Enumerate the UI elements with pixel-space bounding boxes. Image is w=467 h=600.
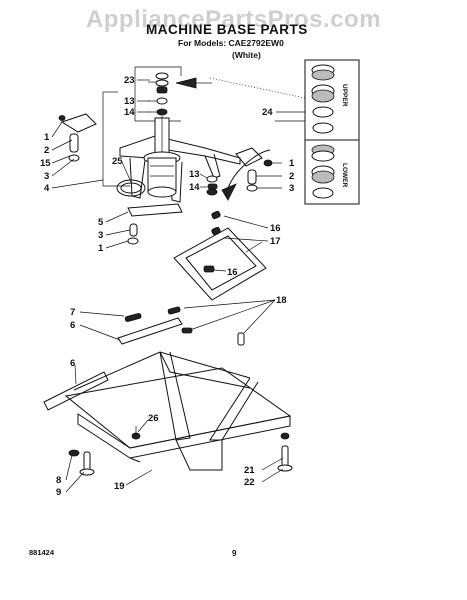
callout-25: 25 bbox=[112, 156, 123, 167]
callout-16-upper: 16 bbox=[270, 223, 281, 234]
upper-label: UPPER bbox=[341, 84, 348, 107]
callout-19: 19 bbox=[114, 481, 125, 492]
callout-13-upper: 13 bbox=[124, 96, 135, 107]
base-frame-19 bbox=[64, 351, 293, 476]
snubber-bracket-box bbox=[134, 66, 212, 150]
callout-17: 17 bbox=[270, 236, 281, 247]
callout-23: 23 bbox=[124, 75, 135, 86]
callout-16-lower: 16 bbox=[227, 267, 238, 278]
callout-1-right: 1 bbox=[289, 158, 295, 169]
callout-numbers: 23 13 14 24 1 2 15 3 25 4 13 14 1 2 3 5 … bbox=[40, 75, 295, 498]
callout-2-left: 2 bbox=[44, 145, 49, 156]
callout-3-left: 3 bbox=[44, 171, 49, 182]
leader-lines bbox=[51, 79, 305, 493]
callout-26: 26 bbox=[148, 413, 159, 424]
callout-2-right: 2 bbox=[289, 171, 294, 182]
callout-6-lower: 6 bbox=[70, 358, 75, 369]
color-line: (White) bbox=[232, 50, 261, 60]
lower-label: LOWER bbox=[341, 163, 348, 187]
document-number: 881424 bbox=[29, 548, 55, 557]
page-number: 9 bbox=[232, 549, 237, 558]
callout-6-upper: 6 bbox=[70, 320, 75, 331]
callout-22: 22 bbox=[244, 477, 255, 488]
callout-8: 8 bbox=[56, 475, 61, 486]
gearcase-assembly bbox=[58, 91, 273, 245]
callout-9: 9 bbox=[56, 487, 61, 498]
rails-and-pads bbox=[43, 306, 245, 411]
callout-3-right: 3 bbox=[289, 183, 294, 194]
callout-7: 7 bbox=[70, 307, 75, 318]
watermark: AppliancePartsPros.com bbox=[85, 6, 382, 33]
callout-14-lower: 14 bbox=[189, 182, 200, 193]
callout-1-left: 1 bbox=[44, 132, 50, 143]
callout-14-upper: 14 bbox=[124, 107, 135, 118]
callout-21: 21 bbox=[244, 465, 255, 476]
callout-13-lower: 13 bbox=[189, 169, 200, 180]
bearing-inset-panel: UPPER LOWER bbox=[209, 59, 360, 205]
callout-4: 4 bbox=[44, 183, 50, 194]
page-title: MACHINE BASE PARTS bbox=[146, 22, 308, 37]
hinge-frame-17 bbox=[173, 210, 267, 301]
callout-1-lower: 1 bbox=[98, 243, 104, 254]
callout-5: 5 bbox=[98, 217, 104, 228]
callout-3-lower: 3 bbox=[98, 230, 103, 241]
callout-18: 18 bbox=[276, 295, 287, 306]
callout-24: 24 bbox=[262, 107, 273, 118]
callout-15: 15 bbox=[40, 158, 51, 169]
models-line: For Models: CAE2792EW0 bbox=[178, 38, 284, 48]
